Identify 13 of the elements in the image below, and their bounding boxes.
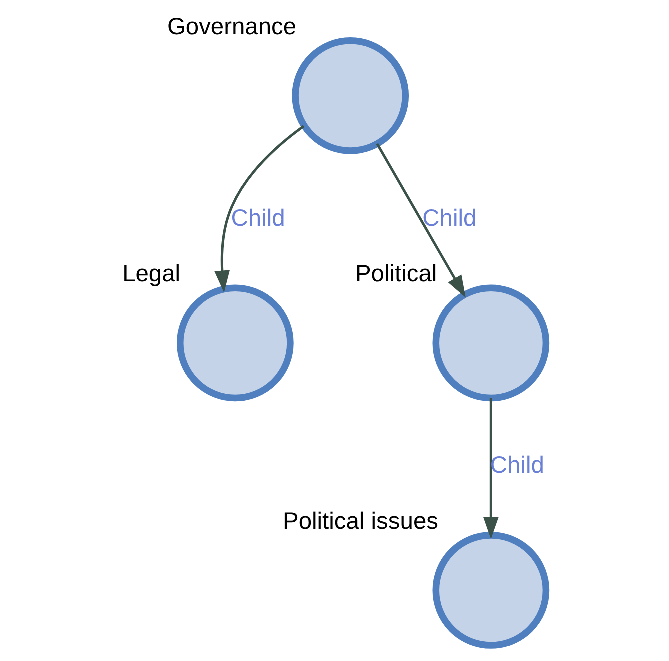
edge-label: Child <box>231 206 286 232</box>
node-circle <box>432 284 550 402</box>
arrow <box>214 125 305 293</box>
node-circle <box>292 37 410 154</box>
arrow <box>376 143 466 298</box>
node-label: Political <box>355 262 438 288</box>
node-label: Political issues <box>283 509 438 536</box>
node-circle <box>176 284 294 402</box>
arrow <box>483 398 499 540</box>
node-circle <box>432 532 550 649</box>
node-label: Governance <box>167 14 297 40</box>
node-label: Legal <box>122 262 181 288</box>
edge-label: Child <box>422 206 477 232</box>
